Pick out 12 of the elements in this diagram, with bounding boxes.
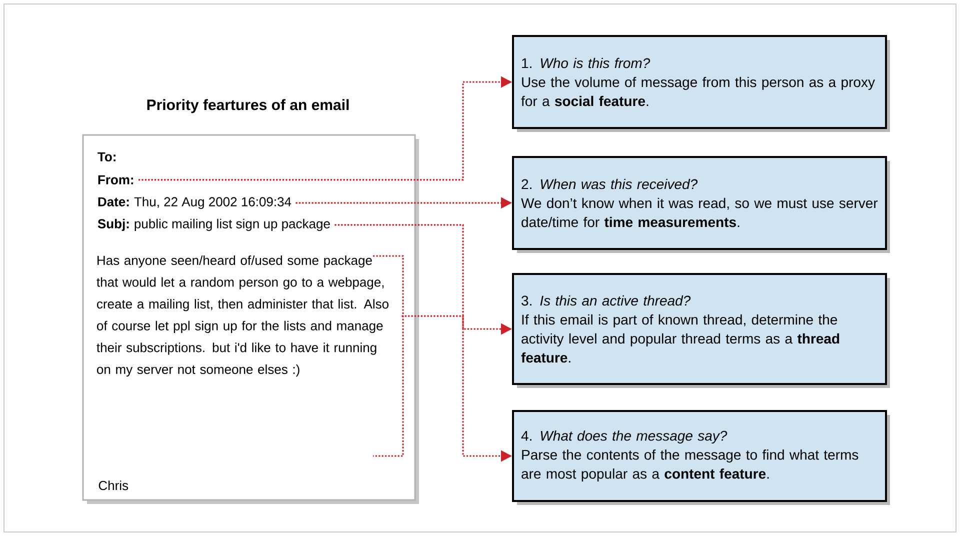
heading: Priority feartures of an email <box>147 99 349 114</box>
header-field: Date: Thu, 22 Aug 2002 16:09:34 <box>98 196 292 209</box>
header-field: Subj: public mailing list sign up package <box>98 218 330 231</box>
message-body: Has anyone seen/heard of/used some package that would let a random person go to a webpage, create a mailing list, then administer that list. Also of course let ppl sign up for the lists and manage their subscriptions. but i'd like to have it running on my server not someone elses :) <box>96 255 388 377</box>
feature-box: 3. Is this an active thread? If this email is part of known thread, determine the activity level and popular thread terms as a thread feature. <box>512 273 890 388</box>
feature-box: 1. Who is this from? Use the volume of message from this person as a proxy for a social feature. <box>512 35 890 132</box>
feature-box: 2. When was this received? We don’t know when it was read, so we must use server date/time for time measurements. <box>512 156 890 253</box>
header-field: From: <box>98 175 134 184</box>
chris-signature: Chris <box>98 480 128 490</box>
header-field: To: <box>98 152 116 162</box>
email-box <box>82 134 419 504</box>
feature-box: 4. What does the message say? Parse the contents of the message to find what terms are most popular as a content feature. <box>512 410 890 505</box>
